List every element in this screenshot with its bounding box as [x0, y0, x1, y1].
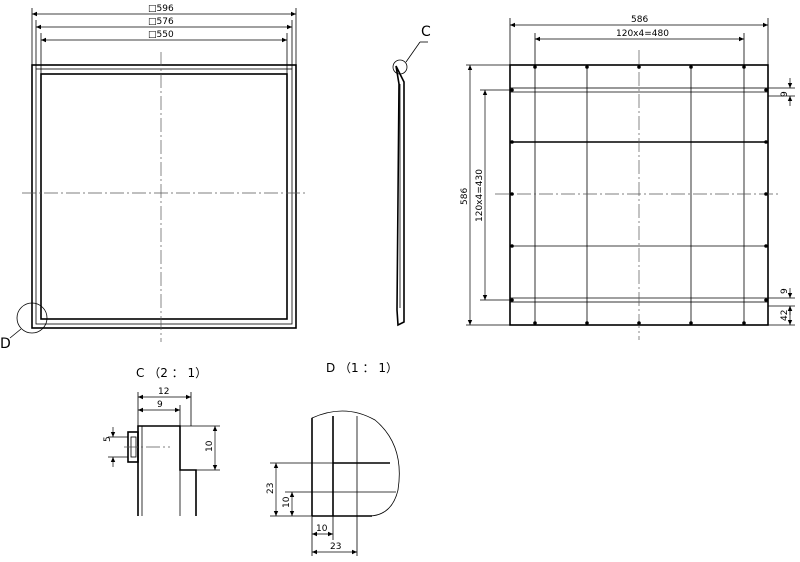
side-view: C [392, 24, 431, 327]
detail-d-dim-23-h: 23 [330, 542, 341, 552]
callout-c-label: C [421, 24, 431, 40]
dim-576-text: □576 [148, 17, 174, 27]
dim-top-9-text: 9 [780, 91, 790, 97]
detail-c-profile [137, 425, 197, 516]
detail-d-title: D （1 ： 1） [326, 361, 398, 375]
front-middle-frame [35, 68, 293, 325]
dim-596-text: □596 [148, 4, 174, 14]
detail-d-dim-23-v: 23 [266, 483, 276, 494]
detail-c-dim-5: 5 [103, 436, 113, 442]
detail-c: C （2 ： 1） 12 9 5 10 [103, 366, 220, 516]
dim-430-text: 120x4=430 [475, 169, 485, 222]
back-view: 586 120x4=480 586 120x4=430 9 9 42 [460, 15, 795, 340]
detail-c-dim-12: 12 [158, 387, 169, 397]
dim-bottom-9-text: 9 [780, 288, 790, 294]
front-view: □596 □576 □550 D [0, 4, 306, 352]
detail-d: D （1 ： 1） 23 10 10 23 [266, 361, 400, 556]
detail-c-title: C （2 ： 1） [136, 366, 207, 380]
dim-480-text: 120x4=480 [616, 29, 669, 39]
dim-586-h-text: 586 [631, 15, 648, 25]
dim-42-text: 42 [780, 310, 790, 321]
dim-586-v-text: 586 [460, 188, 470, 205]
detail-d-dim-10-h: 10 [316, 524, 328, 534]
detail-c-dim-9: 9 [157, 400, 163, 410]
detail-c-callout-circle [392, 59, 408, 75]
dim-550-text: □550 [148, 30, 174, 40]
front-outer-frame [31, 64, 297, 329]
detail-d-dim-10-v: 10 [282, 496, 292, 508]
side-profile [395, 65, 405, 327]
detail-d-callout-circle [16, 302, 48, 334]
detail-d-boundary [311, 410, 400, 517]
front-inner-panel [40, 73, 288, 320]
detail-c-dim-10: 10 [205, 440, 215, 452]
fastener-dots [510, 65, 768, 325]
callout-d-label: D [0, 336, 11, 352]
